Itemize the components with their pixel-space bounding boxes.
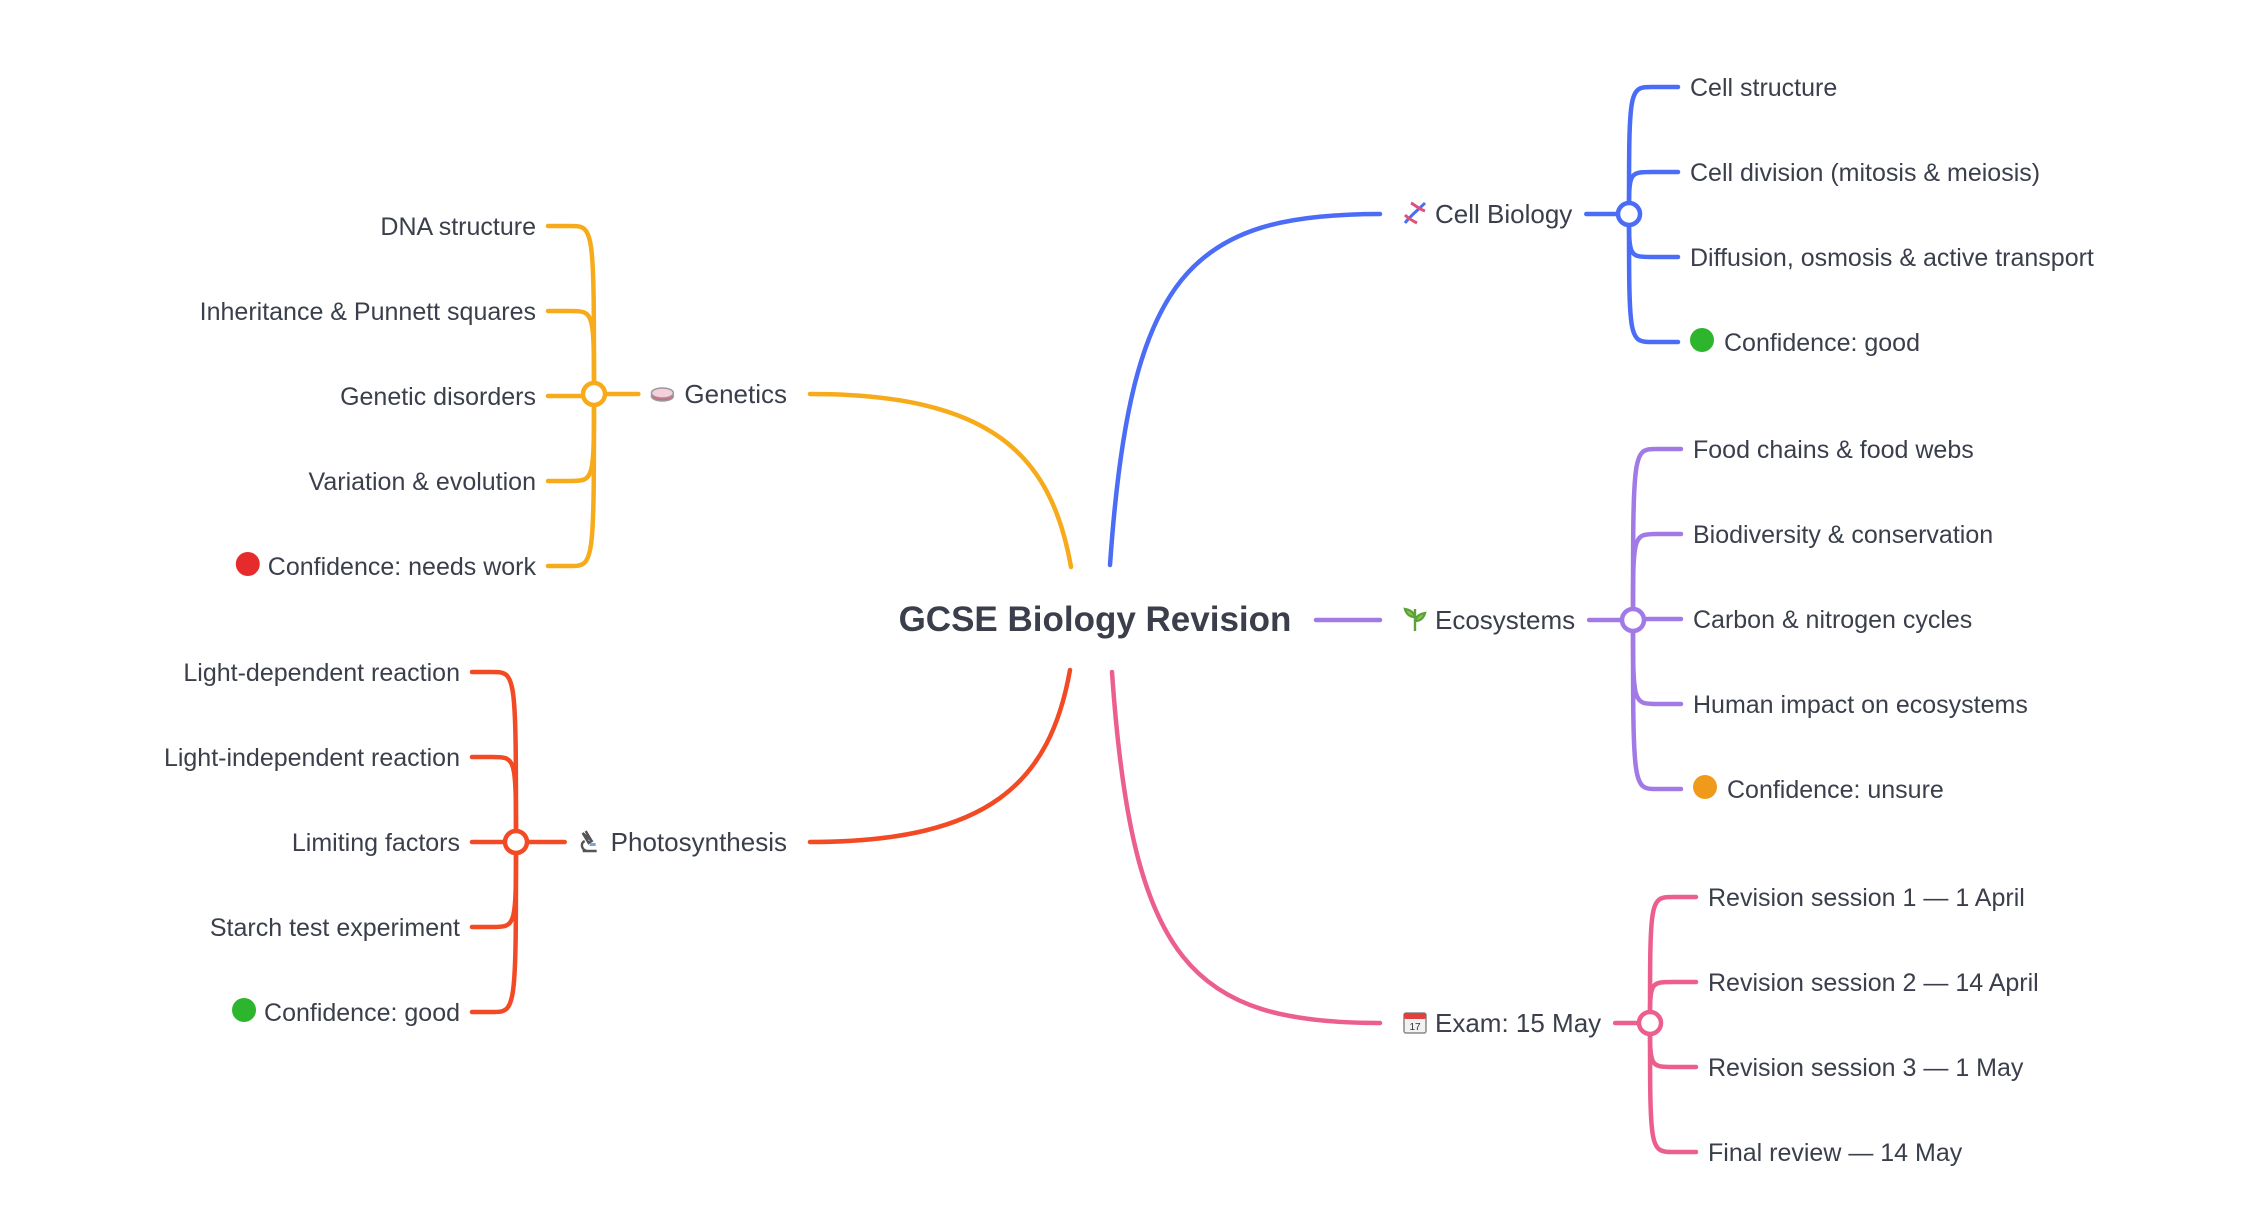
root-topic[interactable]: GCSE Biology Revision <box>899 600 1292 639</box>
child-node[interactable]: Light-dependent reaction <box>183 659 460 687</box>
child-node[interactable]: Final review — 14 May <box>1708 1139 1963 1167</box>
branch-cell-biology[interactable]: Cell Biology <box>1403 199 1572 229</box>
child-node[interactable]: DNA structure <box>380 213 536 241</box>
genetics-child-link <box>545 308 597 397</box>
child-node[interactable]: Confidence: good <box>232 998 460 1027</box>
photosynthesis-branch-link <box>807 667 1073 845</box>
child-label[interactable]: Light-independent reaction <box>164 744 460 772</box>
photosynthesis-child-link <box>469 839 519 930</box>
child-label[interactable]: Genetic disorders <box>340 383 536 411</box>
child-node[interactable]: Biodiversity & conservation <box>1693 521 1993 549</box>
child-label[interactable]: Human impact on ecosystems <box>1693 691 2028 719</box>
child-node[interactable]: Limiting factors <box>292 829 460 857</box>
ecosystems-child-link <box>1630 531 1684 623</box>
child-label[interactable]: Revision session 3 — 1 May <box>1708 1054 2024 1082</box>
herb-icon <box>1403 607 1427 632</box>
ecosystems-child-link <box>1630 617 1684 707</box>
child-label[interactable]: Cell division (mitosis & meiosis) <box>1690 159 2040 187</box>
calendar-icon: 17 <box>1403 1012 1427 1034</box>
child-label[interactable]: Confidence: good <box>264 999 460 1027</box>
status-green-icon <box>232 998 257 1022</box>
branch-ecosystems[interactable]: Ecosystems <box>1403 605 1575 635</box>
microscope-icon <box>580 830 597 853</box>
exam-child-link <box>1647 1020 1699 1155</box>
cell-biology-branch-label[interactable]: Cell Biology <box>1435 199 1572 229</box>
cell-biology-child-link <box>1626 211 1681 345</box>
child-node[interactable]: Cell division (mitosis & meiosis) <box>1690 159 2040 187</box>
child-label[interactable]: Revision session 2 — 14 April <box>1708 969 2039 997</box>
photosynthesis-branch-label[interactable]: Photosynthesis <box>611 827 787 857</box>
child-node[interactable]: Food chains & food webs <box>1693 436 1974 464</box>
child-label[interactable]: Confidence: needs work <box>268 553 537 581</box>
branch-exam[interactable]: Exam: 15 May 17 <box>1403 1008 1601 1038</box>
child-node[interactable]: Confidence: good <box>1690 328 1920 357</box>
exam-branch-link <box>1109 669 1383 1026</box>
child-node[interactable]: Human impact on ecosystems <box>1693 691 2028 719</box>
ecosystems-branch-label[interactable]: Ecosystems <box>1435 605 1575 635</box>
child-label[interactable]: Diffusion, osmosis & active transport <box>1690 244 2094 272</box>
exam-branch-label[interactable]: Exam: 15 May <box>1435 1008 1601 1038</box>
child-label[interactable]: Confidence: unsure <box>1727 776 1944 804</box>
child-node[interactable]: Confidence: needs work <box>235 552 537 581</box>
exam-child-link <box>1647 894 1699 1026</box>
genetics-child-link <box>545 391 597 484</box>
child-label[interactable]: Variation & evolution <box>309 468 536 496</box>
child-label[interactable]: Inheritance & Punnett squares <box>200 298 536 326</box>
child-label[interactable]: Starch test experiment <box>210 914 460 942</box>
child-label[interactable]: DNA structure <box>380 213 536 241</box>
photosynthesis-collapse-toggle[interactable] <box>502 828 530 856</box>
photosynthesis-child-link <box>469 839 519 1015</box>
cell-biology-branch-link <box>1107 211 1383 568</box>
child-label[interactable]: Carbon & nitrogen cycles <box>1693 606 1972 634</box>
child-node[interactable]: Revision session 2 — 14 April <box>1708 969 2039 997</box>
child-node[interactable]: Genetic disorders <box>340 383 536 411</box>
status-orange-icon <box>1693 775 1717 799</box>
child-label[interactable]: Confidence: good <box>1724 329 1920 357</box>
branch-photosynthesis[interactable]: Photosynthesis <box>580 827 787 857</box>
child-node[interactable]: Inheritance & Punnett squares <box>200 298 536 326</box>
ecosystems-collapse-toggle[interactable] <box>1619 606 1647 634</box>
child-label[interactable]: Revision session 1 — 1 April <box>1708 884 2025 912</box>
child-node[interactable]: Light-independent reaction <box>164 744 460 772</box>
svg-text:17: 17 <box>1409 1022 1421 1033</box>
genetics-collapse-toggle[interactable] <box>580 380 608 408</box>
child-node[interactable]: Revision session 3 — 1 May <box>1708 1054 2024 1082</box>
status-red-icon <box>235 552 260 576</box>
child-label[interactable]: Final review — 14 May <box>1708 1139 1963 1167</box>
genetics-branch-link <box>807 391 1074 570</box>
child-label[interactable]: Light-dependent reaction <box>183 659 460 687</box>
petri-dish-icon <box>650 387 675 402</box>
child-label[interactable]: Limiting factors <box>292 829 460 857</box>
genetics-branch-label[interactable]: Genetics <box>684 379 787 409</box>
child-node[interactable]: Starch test experiment <box>210 914 460 942</box>
child-label[interactable]: Food chains & food webs <box>1693 436 1974 464</box>
child-label[interactable]: Biodiversity & conservation <box>1693 521 1993 549</box>
child-node[interactable]: Revision session 1 — 1 April <box>1708 884 2025 912</box>
branch-genetics[interactable]: Genetics <box>650 379 787 409</box>
cell-biology-collapse-toggle[interactable] <box>1615 200 1643 228</box>
child-node[interactable]: Variation & evolution <box>309 468 536 496</box>
child-node[interactable]: Diffusion, osmosis & active transport <box>1690 244 2094 272</box>
status-green-icon <box>1690 328 1714 352</box>
child-node[interactable]: Confidence: unsure <box>1693 775 1944 804</box>
dna-icon <box>1403 201 1427 225</box>
photosynthesis-child-link <box>469 754 519 845</box>
genetics-child-link <box>545 391 597 569</box>
ecosystems-child-link <box>1630 617 1684 792</box>
child-node[interactable]: Carbon & nitrogen cycles <box>1693 606 1972 634</box>
cell-biology-child-link <box>1626 84 1681 217</box>
child-node[interactable]: Cell structure <box>1690 74 1837 102</box>
exam-collapse-toggle[interactable] <box>1636 1009 1664 1037</box>
child-label[interactable]: Cell structure <box>1690 74 1837 102</box>
